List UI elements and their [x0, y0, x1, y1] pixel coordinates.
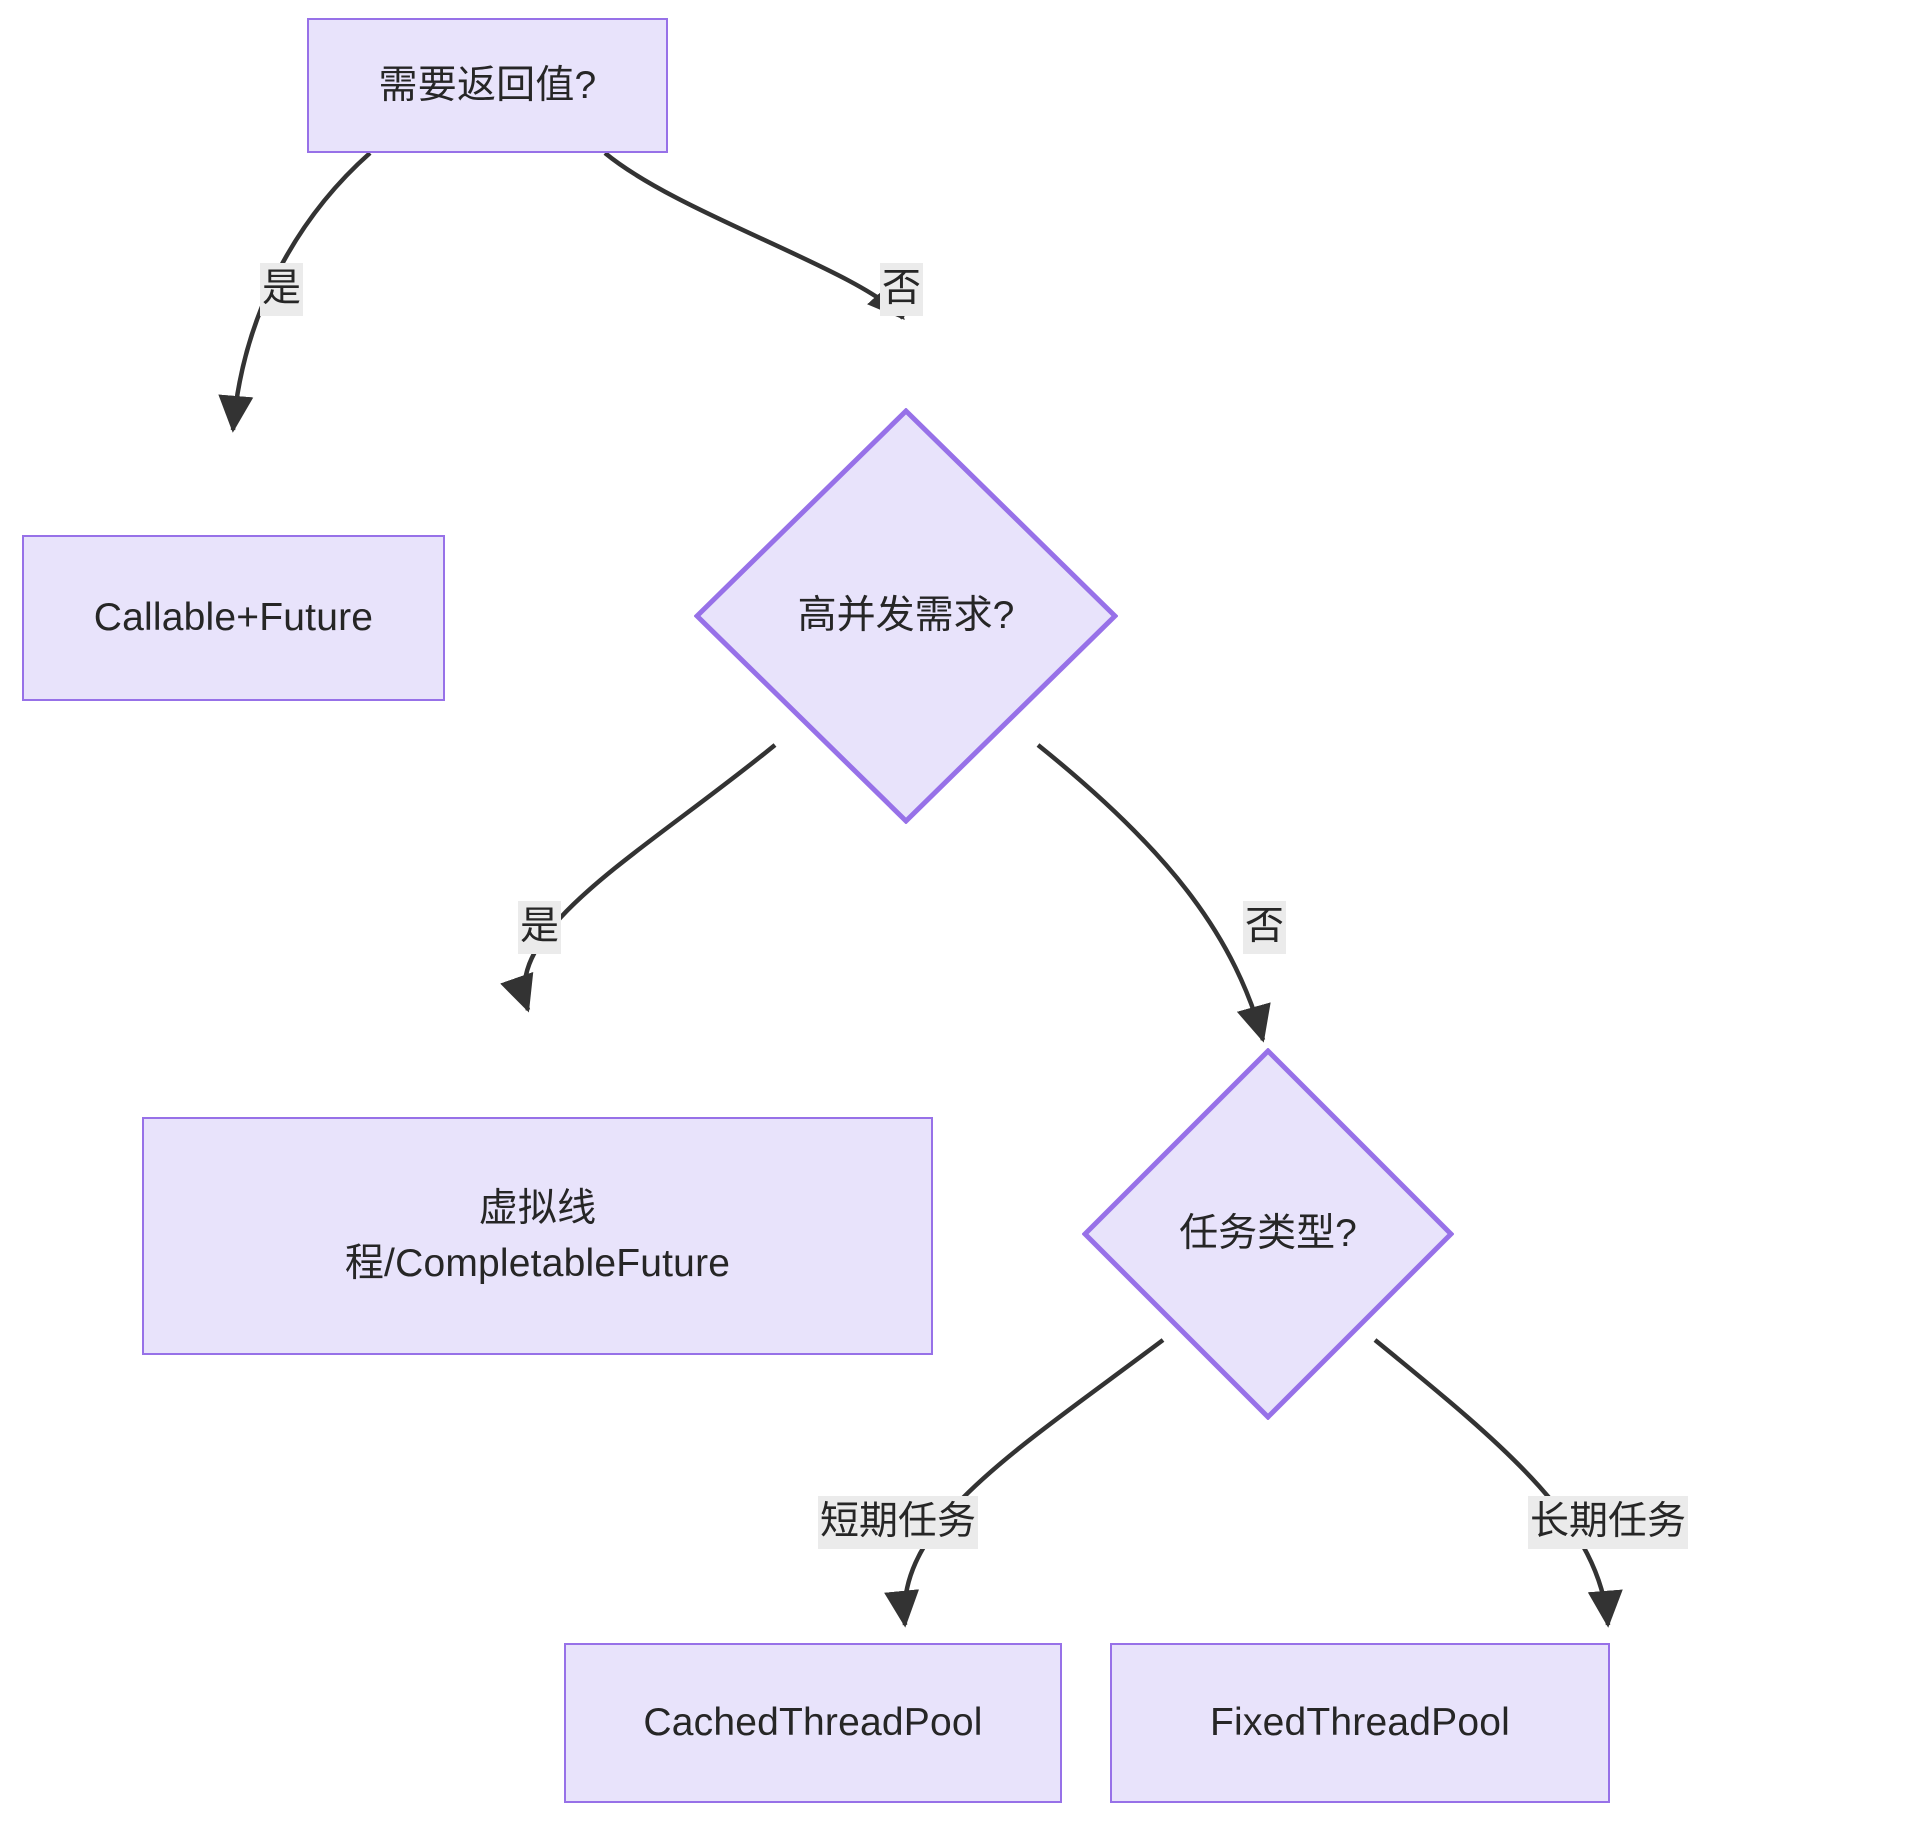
- edge-label-yes-top: 是: [260, 263, 304, 316]
- edge-label-yes-mid: 是: [518, 901, 562, 954]
- node-label: 高并发需求?: [797, 594, 1015, 638]
- edge-label-no-top: 否: [880, 263, 924, 316]
- node-label: Callable+Future: [93, 596, 374, 640]
- edge-n1-n3: [603, 151, 905, 321]
- node-label: CachedThreadPool: [643, 1701, 983, 1745]
- diamond-shape: [1082, 1048, 1454, 1420]
- edge-label-long-task: 长期任务: [1528, 1496, 1689, 1549]
- node-high-concurrency[interactable]: 高并发需求?: [694, 408, 1118, 824]
- edge-label-short-task: 短期任务: [818, 1496, 979, 1549]
- node-cached-thread-pool[interactable]: CachedThreadPool: [564, 1643, 1062, 1803]
- node-label: FixedThreadPool: [1210, 1701, 1510, 1745]
- node-task-type[interactable]: 任务类型?: [1082, 1048, 1454, 1420]
- node-need-return-value[interactable]: 需要返回值?: [307, 18, 668, 153]
- node-label: 任务类型?: [1179, 1212, 1357, 1256]
- edge-label-no-mid: 否: [1243, 901, 1287, 954]
- node-label: 需要返回值?: [378, 63, 597, 107]
- node-callable-future[interactable]: Callable+Future: [22, 535, 445, 701]
- diamond-shape: [694, 408, 1118, 824]
- node-virtual-thread-completablefuture[interactable]: 虚拟线 程/CompletableFuture: [142, 1117, 933, 1355]
- node-fixed-thread-pool[interactable]: FixedThreadPool: [1110, 1643, 1610, 1803]
- node-label: 虚拟线 程/CompletableFuture: [344, 1186, 731, 1285]
